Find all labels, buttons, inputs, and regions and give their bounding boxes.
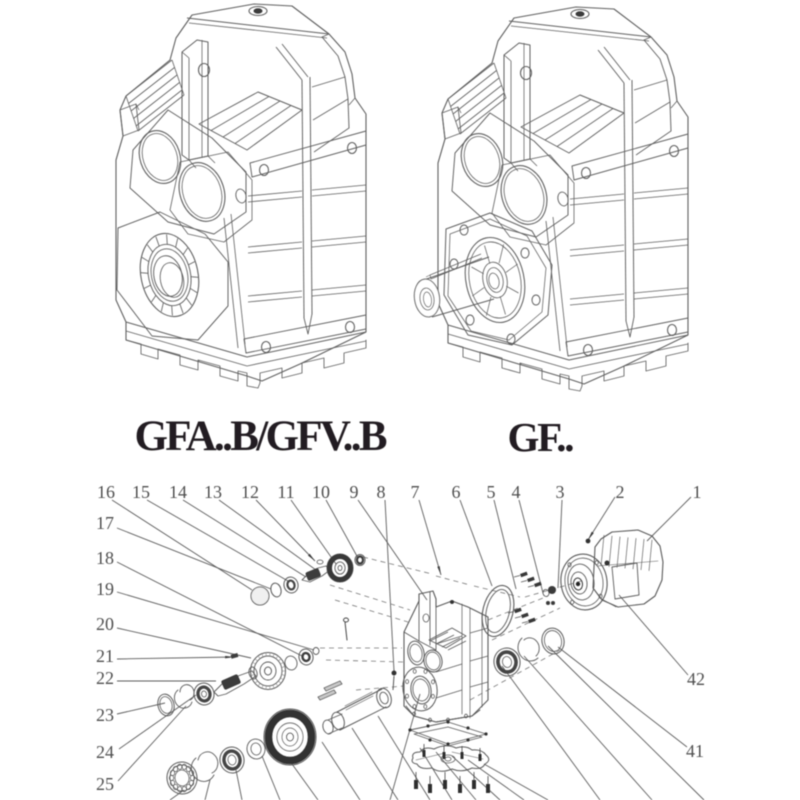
- svg-text:17: 17: [96, 513, 114, 533]
- svg-text:11: 11: [277, 482, 294, 502]
- svg-text:1: 1: [693, 482, 702, 502]
- svg-text:25: 25: [96, 774, 114, 794]
- svg-text:4: 4: [512, 482, 521, 502]
- svg-text:18: 18: [96, 548, 114, 568]
- svg-text:7: 7: [411, 482, 420, 502]
- svg-text:41: 41: [686, 741, 704, 761]
- svg-text:21: 21: [96, 646, 114, 666]
- svg-text:23: 23: [96, 705, 114, 725]
- svg-text:12: 12: [241, 482, 259, 502]
- svg-text:13: 13: [204, 482, 222, 502]
- svg-text:42: 42: [687, 669, 705, 689]
- svg-text:2: 2: [616, 482, 625, 502]
- svg-text:14: 14: [169, 482, 187, 502]
- svg-text:9: 9: [350, 482, 359, 502]
- svg-text:5: 5: [487, 482, 496, 502]
- svg-text:6: 6: [452, 482, 461, 502]
- svg-text:24: 24: [96, 742, 114, 762]
- svg-text:8: 8: [377, 482, 386, 502]
- svg-text:16: 16: [97, 482, 115, 502]
- svg-text:10: 10: [312, 482, 330, 502]
- svg-text:GFA..B/GFV..B: GFA..B/GFV..B: [135, 413, 388, 460]
- svg-text:GF..: GF..: [508, 414, 575, 460]
- svg-text:22: 22: [96, 668, 114, 688]
- svg-text:19: 19: [96, 579, 114, 599]
- svg-text:20: 20: [96, 614, 114, 634]
- svg-text:15: 15: [132, 482, 150, 502]
- svg-text:3: 3: [556, 482, 565, 502]
